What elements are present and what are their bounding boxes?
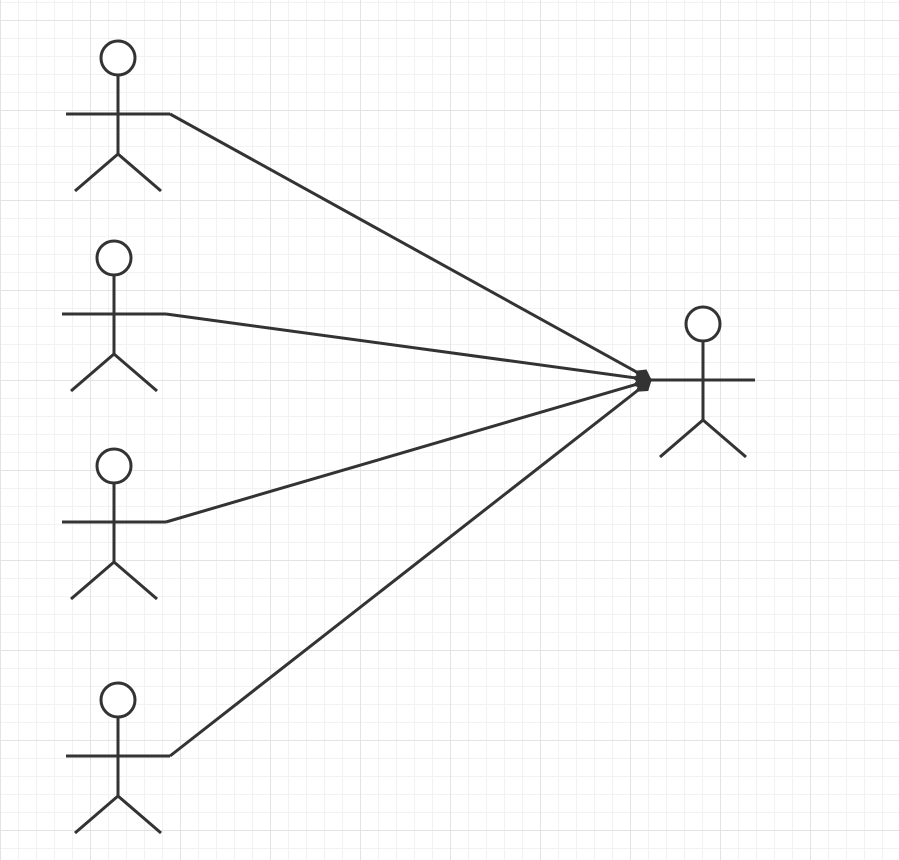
actor-left-leg [74,152,119,193]
connector-line-2[interactable] [165,312,652,386]
actor-right-leg [117,152,162,193]
actor-head [684,305,722,343]
actors-layer [62,39,755,835]
actor-left-leg [70,560,115,601]
actor-head [99,39,137,77]
actor-left-leg [70,352,115,393]
actor-right-leg [117,794,162,835]
connector-line-1[interactable] [169,112,652,382]
actor-figure-4[interactable] [66,681,170,835]
actor-head [95,239,133,277]
actor-head [99,681,137,719]
actor-figure-2[interactable] [62,239,166,393]
actor-head [95,447,133,485]
connector-line-4[interactable] [169,378,652,758]
connector-line-3[interactable] [165,375,652,524]
actor-right-leg [113,352,158,393]
actor-figure-3[interactable] [62,447,166,601]
actor-figure-1[interactable] [66,39,170,193]
actor-left-leg [659,418,704,459]
connectors-layer [165,112,652,758]
actor-figure-5[interactable] [651,305,755,459]
actor-right-leg [702,418,747,459]
actor-left-leg [74,794,119,835]
actor-right-leg [113,560,158,601]
